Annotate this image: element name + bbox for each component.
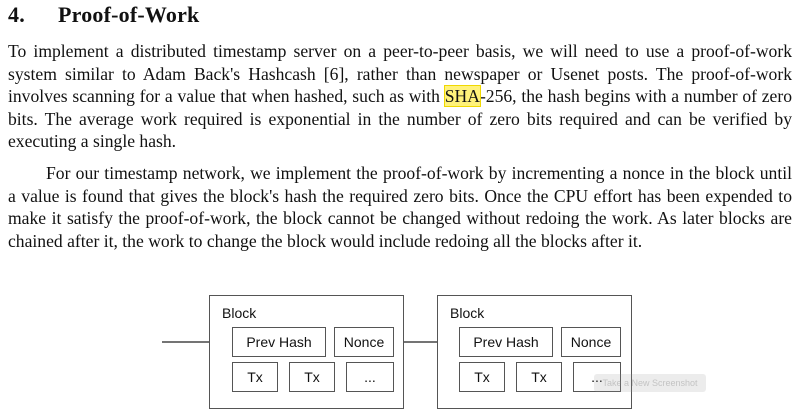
block-2-title: Block [450,305,485,321]
section-heading: 4. Proof-of-Work [8,2,200,28]
block-2-prev-hash: Prev Hash [459,327,553,357]
block-1-tx-more: ... [346,362,394,392]
block-1-nonce: Nonce [334,327,394,357]
block-1-prev-hash: Prev Hash [232,327,326,357]
block-1-tx-1: Tx [232,362,278,392]
block-1-title: Block [222,305,257,321]
section-title: Proof-of-Work [58,2,200,27]
block-1: Block [209,295,404,409]
block-2-tx-2: Tx [516,362,562,392]
section-number: 4. [8,2,25,27]
take-screenshot-overlay[interactable]: Take a New Screenshot [594,374,706,392]
block-1-tx-2: Tx [289,362,335,392]
paragraph-2: For our timestamp network, we implement … [8,163,792,251]
paragraph-1-text-a: To implement a distributed timestamp ser… [8,41,792,107]
highlighted-term[interactable]: SHA [443,85,481,108]
paragraph-1-text-b: -256, the hash begins with a number of z… [8,86,792,152]
block-2-tx-1: Tx [459,362,505,392]
block-2-nonce: Nonce [561,327,621,357]
paragraph-1: To implement a distributed timestamp ser… [8,40,792,153]
